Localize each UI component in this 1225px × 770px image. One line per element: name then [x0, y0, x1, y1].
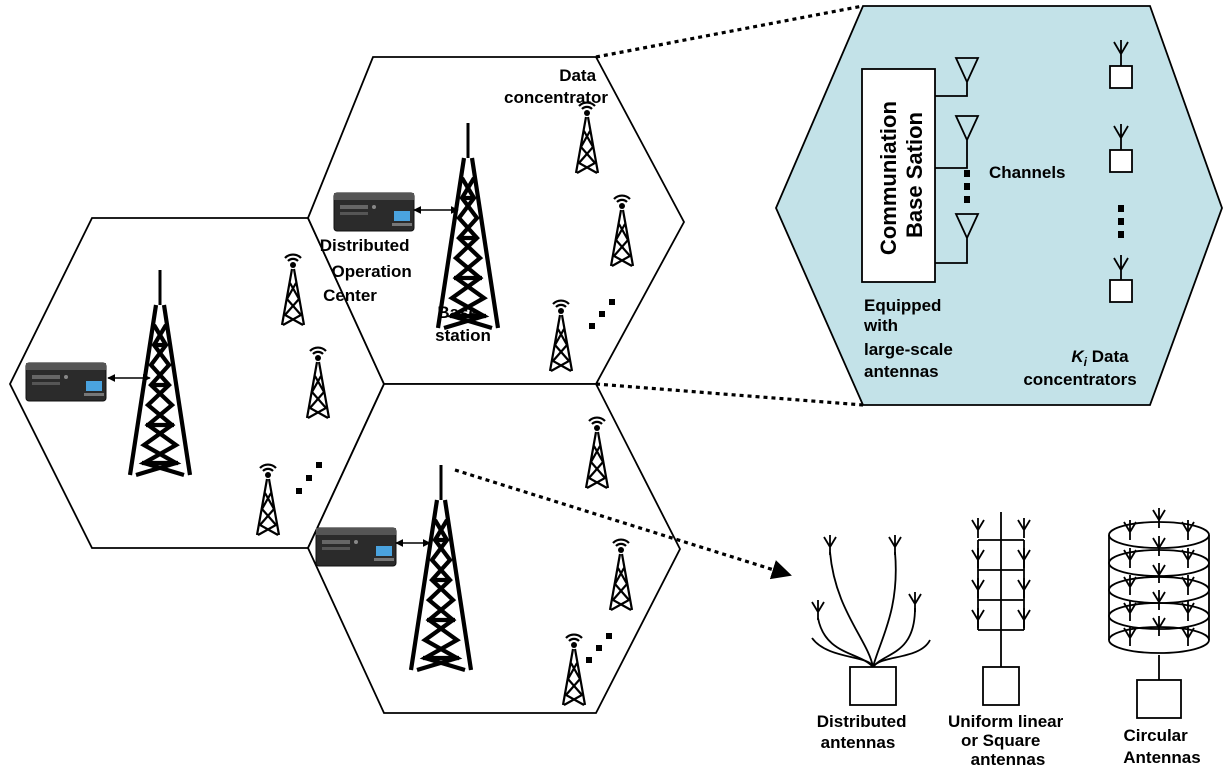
communication-base-station-box — [861, 68, 936, 283]
ellipsis-dots-icon — [964, 170, 970, 203]
zoom-hexagon — [775, 5, 1223, 406]
antenna-icon — [935, 57, 980, 264]
channels-label: Channels — [989, 163, 1066, 182]
uniform-square-antennas-label: Uniform linear or Square antennas — [948, 712, 1068, 769]
base-station-label: Base station — [435, 303, 491, 345]
server-computer-icon — [315, 527, 397, 567]
data-concentrator-icon — [1109, 40, 1133, 303]
antenna-types-arrow — [454, 468, 792, 580]
k-data-label: Ki Data — [1071, 347, 1129, 369]
ellipsis-dots-icon — [296, 462, 322, 494]
equipped-label: Equipped with large-scale antennas — [863, 296, 958, 381]
zoom-line-top — [595, 4, 864, 59]
circular-antennas-label: Circular Antennas — [1123, 726, 1200, 767]
distributed-antennas-diagram — [811, 551, 931, 706]
ellipsis-dots-icon — [586, 633, 612, 663]
distributed-operation-center-label: Distributed Operation Center — [320, 236, 417, 305]
ellipsis-dots-icon — [589, 299, 615, 329]
antenna-icon — [908, 591, 922, 613]
server-computer-icon — [333, 192, 415, 232]
antenna-icon — [823, 534, 837, 556]
zoom-line-bottom — [595, 382, 864, 407]
uniform-square-antennas-diagram — [977, 512, 1025, 706]
ellipsis-dots-icon — [1118, 205, 1124, 238]
server-computer-icon — [25, 362, 107, 402]
communication-base-station-label: Communiation Base Sation — [876, 95, 927, 255]
data-concentrator-label: Data concentrator — [504, 66, 608, 107]
concentrators-label: concentrators — [1023, 370, 1136, 389]
antenna-icon — [888, 534, 902, 556]
antenna-icon — [1123, 507, 1195, 647]
distributed-antennas-label: Distributed antennas — [817, 712, 911, 752]
antenna-icon — [811, 599, 825, 621]
